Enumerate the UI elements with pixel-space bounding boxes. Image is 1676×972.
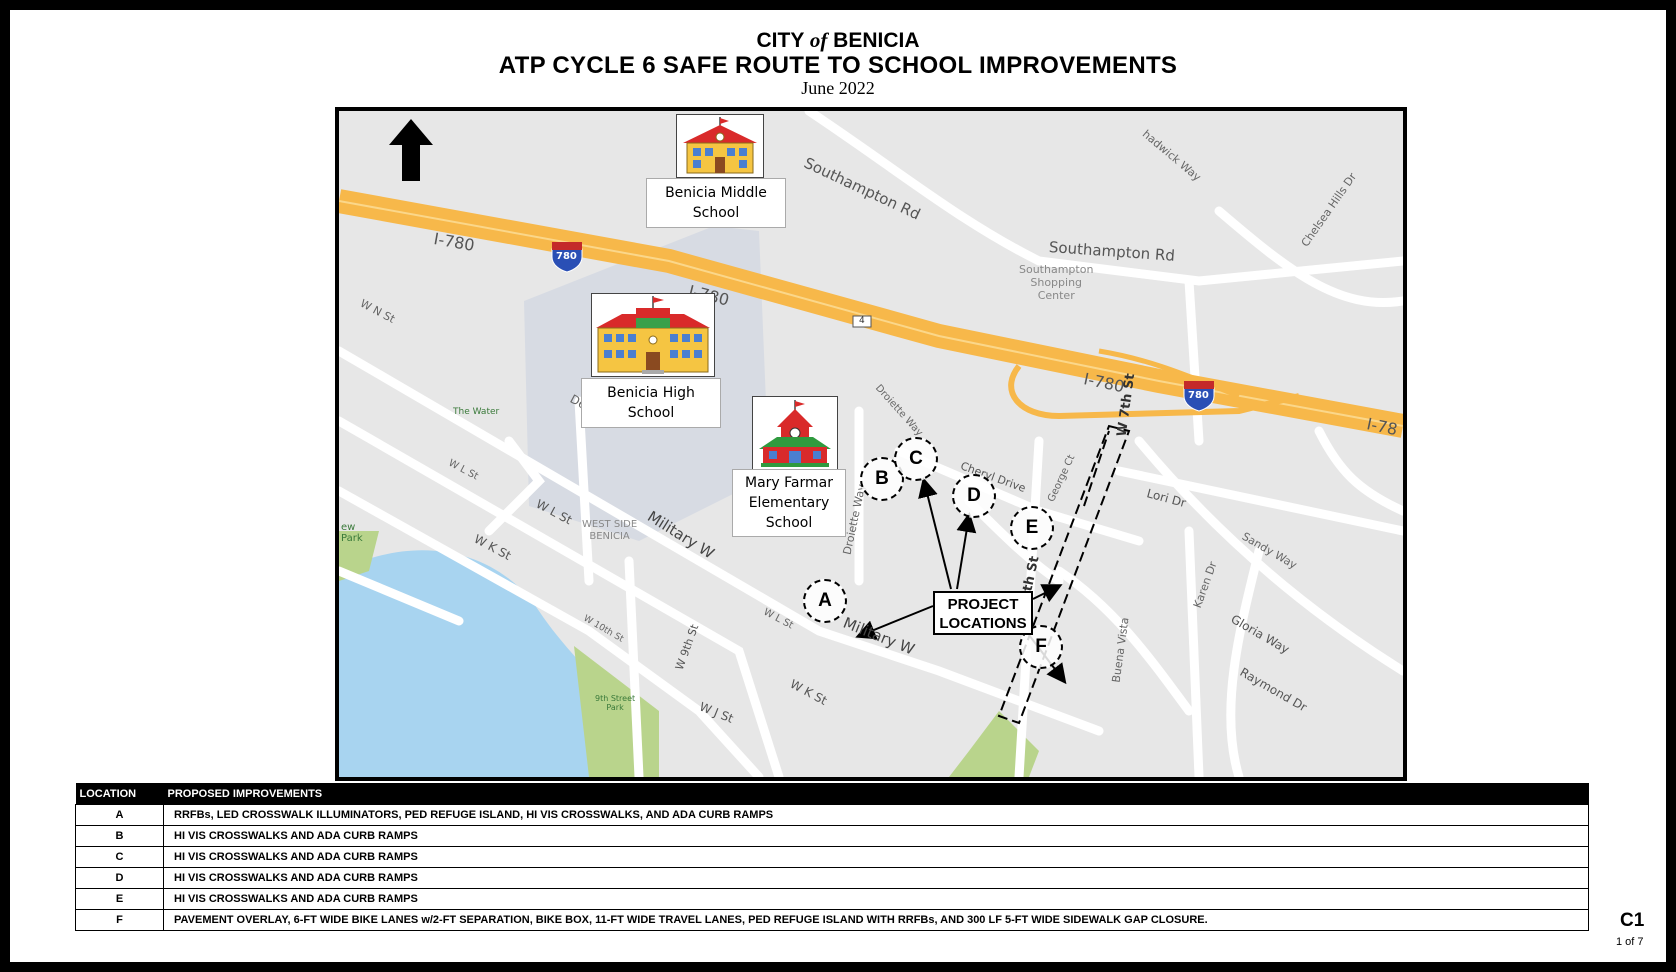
interstate-780-shield: 780 — [1188, 390, 1209, 401]
improvement-cell: RRFBs, LED CROSSWALK ILLUMINATORS, PED R… — [163, 804, 1589, 826]
north-arrow-icon — [389, 119, 433, 181]
project-map[interactable]: 780 780 4 Southampton Rd Southampton Rd … — [335, 107, 1407, 781]
interstate-780-shield: 780 — [556, 251, 577, 262]
location-cell: E — [75, 888, 164, 910]
location-cell: D — [75, 867, 164, 889]
location-cell: F — [75, 909, 164, 931]
location-marker-d[interactable]: D — [952, 474, 996, 518]
sheet-number: C1 — [1620, 910, 1645, 931]
label-west-side-benicia: WEST SIDE BENICIA — [582, 519, 638, 542]
improvement-cell: HI VIS CROSSWALKS AND ADA CURB RAMPS — [163, 888, 1589, 910]
high-school-label: Benicia High School — [581, 378, 721, 428]
route-4-shield: 4 — [859, 316, 865, 326]
project-title: ATP CYCLE 6 SAFE ROUTE TO SCHOOL IMPROVE… — [498, 52, 1178, 79]
label-9th-street-park: 9th Street Park — [595, 694, 636, 712]
column-header-improvements: PROPOSED IMPROVEMENTS — [163, 783, 1589, 805]
middle-school-icon — [676, 114, 764, 178]
label-shopping-center: Southampton Shopping Center — [1019, 263, 1094, 302]
improvement-cell: HI VIS CROSSWALKS AND ADA CURB RAMPS — [163, 867, 1589, 889]
elementary-school-label: Mary Farmar Elementary School — [732, 469, 846, 537]
middle-school-label: Benicia Middle School — [646, 178, 786, 228]
label-park: ew Park — [341, 522, 363, 544]
project-locations-callout: PROJECT LOCATIONS — [933, 591, 1033, 635]
location-marker-a[interactable]: A — [803, 579, 847, 623]
high-school-icon — [591, 293, 715, 377]
page-count: 1 of 7 — [1616, 936, 1644, 948]
city-title: CITY of BENICIA — [756, 28, 920, 52]
elementary-school-icon — [752, 396, 838, 470]
location-cell: B — [75, 825, 164, 847]
improvement-cell: PAVEMENT OVERLAY, 6-FT WIDE BIKE LANES w… — [163, 909, 1589, 931]
table-header-row: LOCATION PROPOSED IMPROVEMENTS — [75, 783, 1589, 805]
location-marker-c[interactable]: C — [894, 437, 938, 481]
map-base — [339, 111, 1403, 777]
location-cell: A — [75, 804, 164, 826]
location-marker-e[interactable]: E — [1010, 506, 1054, 550]
improvement-cell: HI VIS CROSSWALKS AND ADA CURB RAMPS — [163, 846, 1589, 868]
label-the-water: The Water — [453, 407, 500, 417]
improvement-cell: HI VIS CROSSWALKS AND ADA CURB RAMPS — [163, 825, 1589, 847]
column-header-location: LOCATION — [75, 783, 164, 805]
location-cell: C — [75, 846, 164, 868]
project-date: June 2022 — [801, 78, 875, 98]
